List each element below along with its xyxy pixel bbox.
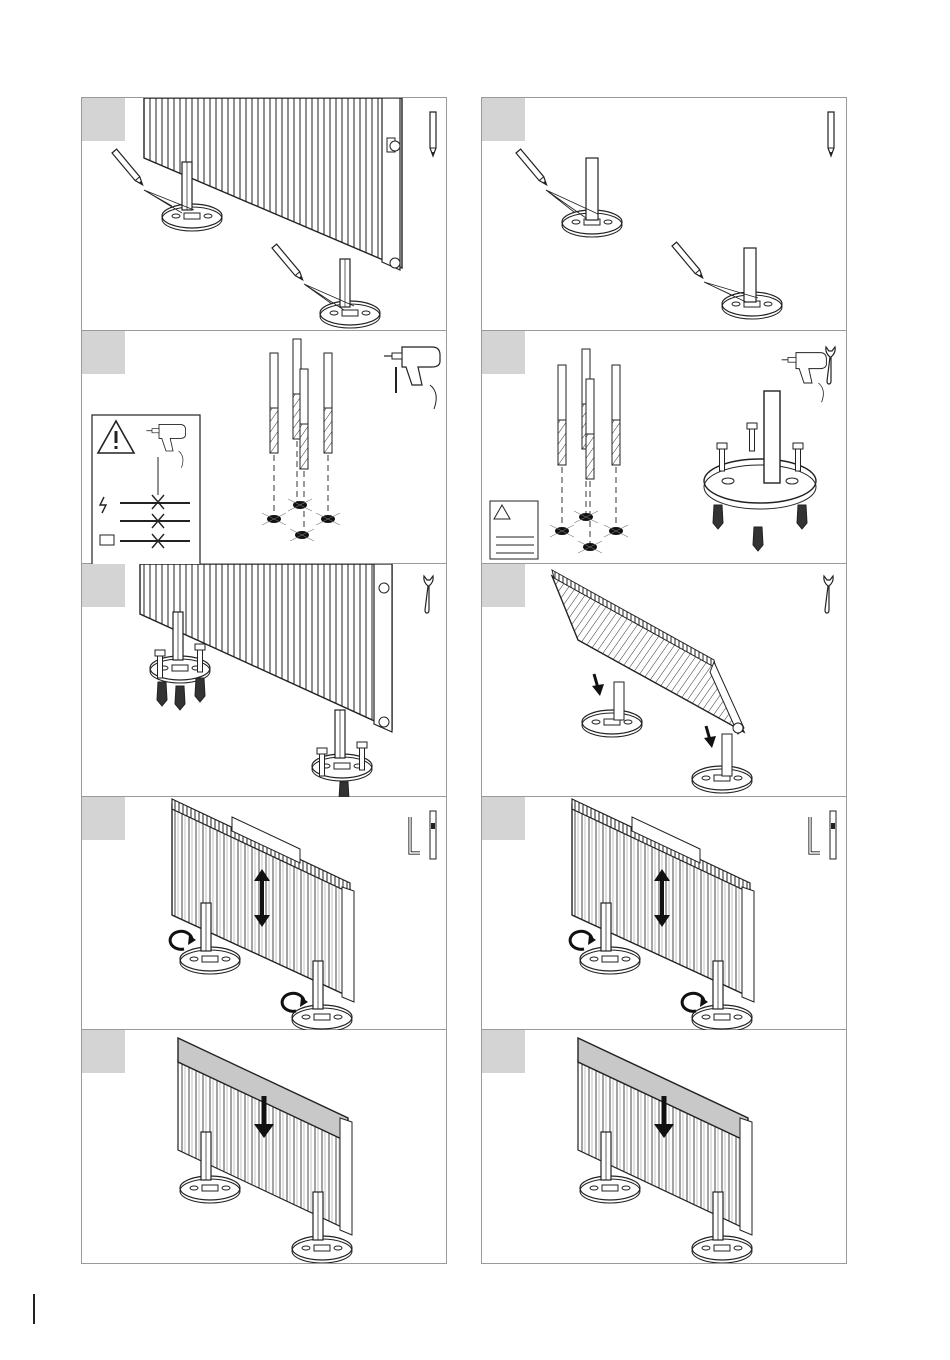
step-illustration — [82, 564, 446, 797]
pencil-icon — [112, 149, 145, 187]
step-panel-right-3 — [482, 564, 846, 797]
stand-assembly — [704, 391, 816, 551]
step-panel-left-5 — [82, 1030, 446, 1263]
right-column — [481, 97, 847, 1264]
down-arrow-icon — [592, 674, 604, 696]
pencil-icon — [272, 244, 305, 282]
step-illustration — [482, 331, 846, 564]
drill-icon — [384, 347, 440, 409]
step-panel-left-2 — [82, 331, 446, 564]
page-margin-rule — [33, 1294, 35, 1324]
pencil-icon — [672, 242, 705, 280]
pencil-icon — [828, 112, 834, 156]
step-illustration — [82, 98, 446, 331]
step-panel-left-1 — [82, 98, 446, 331]
drill-icon — [782, 353, 827, 403]
step-illustration — [482, 564, 846, 797]
wrench-icon — [424, 576, 433, 613]
allen-key-icon — [810, 811, 836, 859]
wrench-icon — [826, 347, 835, 384]
step-illustration — [482, 797, 846, 1030]
step-illustration — [482, 98, 846, 331]
step-panel-left-4 — [82, 797, 446, 1030]
step-illustration — [82, 331, 446, 564]
pencil-icon — [516, 149, 549, 187]
instruction-grid — [81, 97, 847, 1264]
step-panel-right-1 — [482, 98, 846, 331]
down-arrow-icon — [704, 726, 716, 748]
allen-key-icon — [410, 811, 436, 859]
warning-box — [490, 501, 538, 559]
wrench-icon — [824, 576, 833, 613]
pencil-icon — [430, 112, 436, 156]
radiator — [552, 570, 744, 734]
step-illustration — [82, 1030, 446, 1263]
warning-box — [92, 415, 200, 564]
left-column — [81, 97, 447, 1264]
step-panel-right-2 — [482, 331, 846, 564]
step-panel-right-4 — [482, 797, 846, 1030]
step-panel-left-3 — [82, 564, 446, 797]
step-illustration — [82, 797, 446, 1030]
step-illustration — [482, 1030, 846, 1263]
step-panel-right-5 — [482, 1030, 846, 1263]
